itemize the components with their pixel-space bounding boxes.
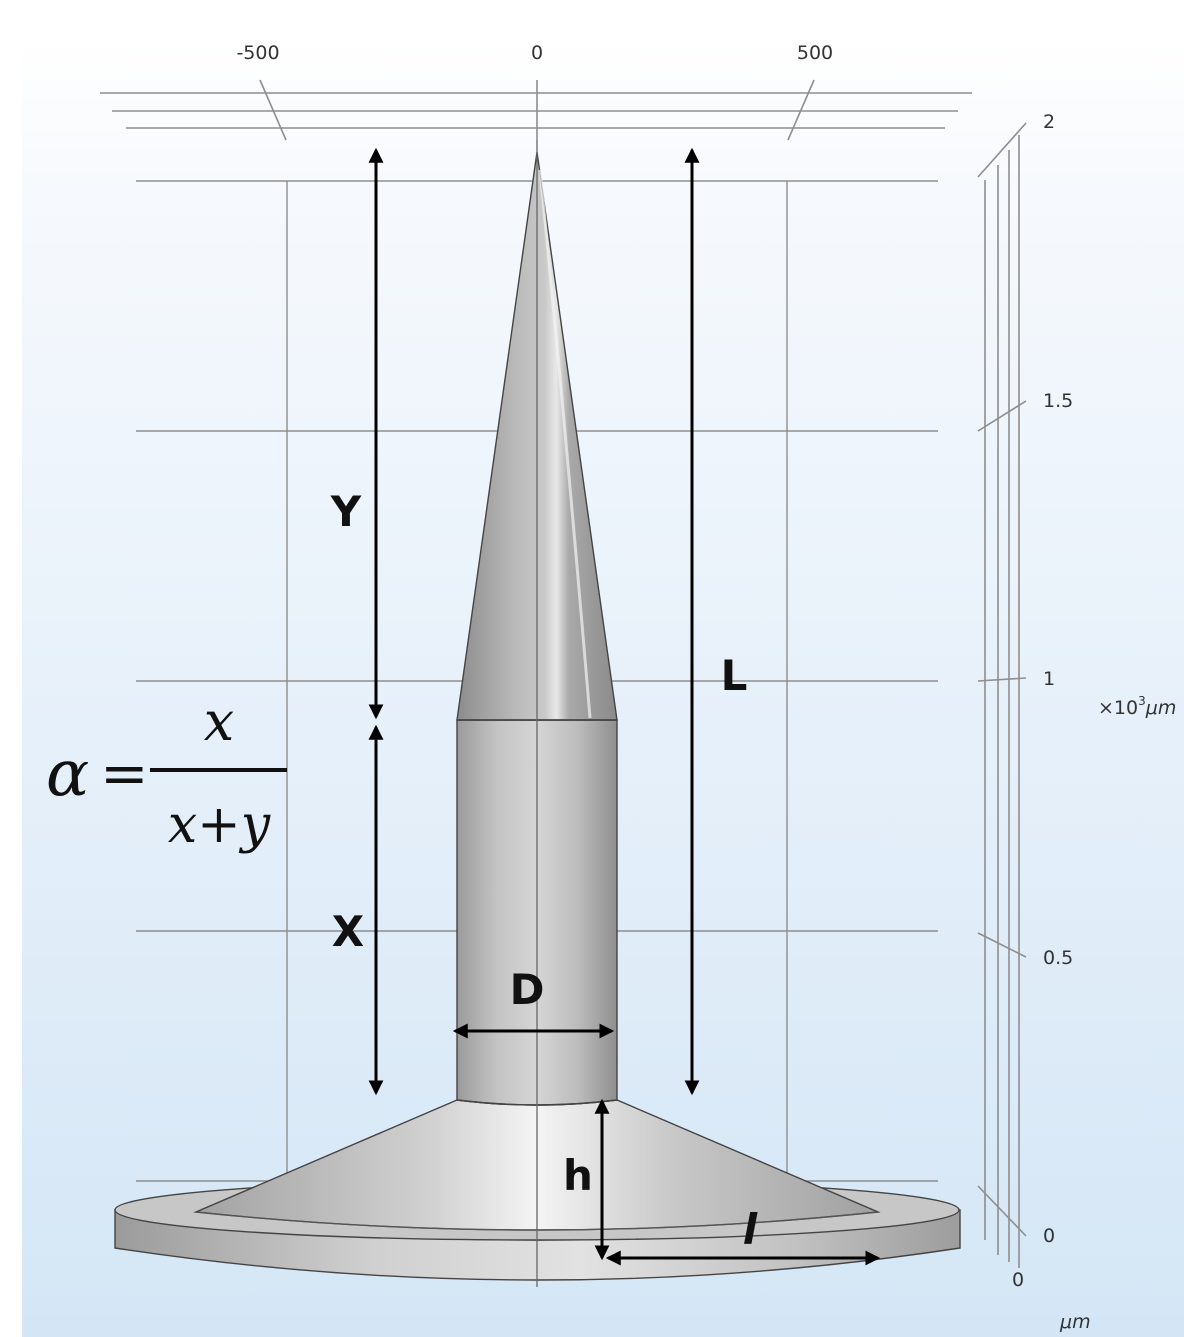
- formula-equals: =: [100, 739, 149, 807]
- z-tick-label: 2: [1043, 111, 1055, 133]
- label-L: L: [721, 651, 748, 700]
- z-tick-label: 1: [1043, 668, 1055, 690]
- x-tick-label: 500: [797, 42, 833, 64]
- label-l: l: [743, 1205, 758, 1254]
- formula-numerator: x: [204, 690, 234, 753]
- unit-label: μm: [1059, 1311, 1091, 1333]
- formula-lhs: α: [46, 737, 89, 811]
- alpha-formula: α = x x+y: [46, 690, 287, 855]
- x-axis: [100, 79, 972, 141]
- dimension-arrows: [368, 147, 881, 1266]
- label-D: D: [510, 965, 545, 1014]
- label-Y: Y: [330, 487, 362, 536]
- svg-text:×103μm: ×103μm: [1098, 694, 1176, 719]
- y-zero-label: 0: [1012, 1269, 1024, 1291]
- z-tick-label: 1.5: [1043, 390, 1073, 412]
- z-tick-label: 0.5: [1043, 947, 1073, 969]
- formula-denominator: x+y: [168, 795, 271, 855]
- label-h: h: [563, 1151, 593, 1200]
- z-axis: [977, 122, 1027, 1268]
- z-tick-label: 0: [1043, 1225, 1055, 1247]
- label-X: X: [332, 907, 364, 956]
- x-tick-label: 0: [531, 42, 543, 64]
- z-multiplier: ×103μm: [1098, 694, 1176, 719]
- x-tick-label: -500: [236, 42, 279, 64]
